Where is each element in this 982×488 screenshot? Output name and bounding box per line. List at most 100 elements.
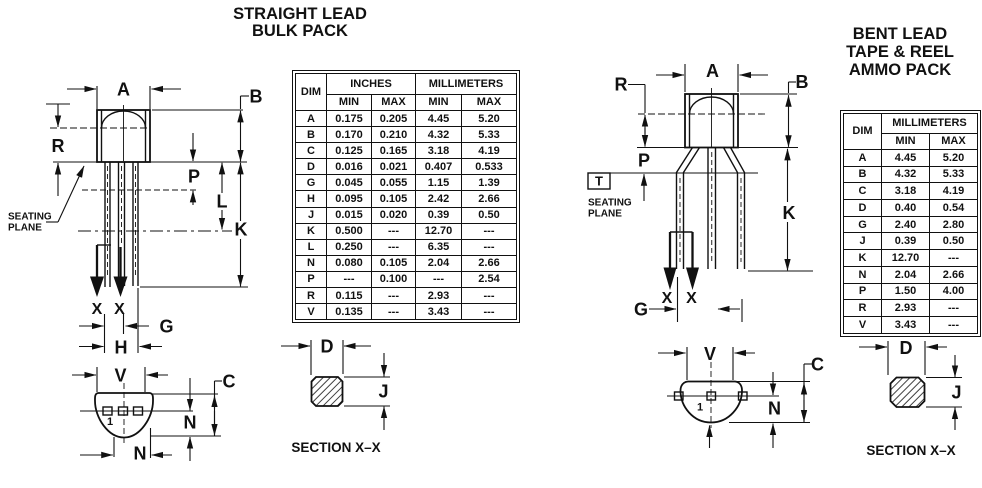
left-view-title-line2: BULK PACK [252,21,348,40]
dim-label-k: K [235,220,248,240]
col-header-max: MAX [461,94,517,111]
dim-label-n-vertical: N [184,413,197,433]
right-view-title-line1: BENT LEAD [852,25,948,43]
section-cut-label-x2: X [114,301,125,318]
dim-label-a: A [117,80,130,100]
left-leads [104,162,139,287]
dim-label-g: G [159,317,173,337]
right-view-title-line2: TAPE & REEL [846,43,954,61]
dim-label-c: C [811,355,824,375]
dim-label-c: C [223,372,236,392]
dim-label-p: P [188,167,200,187]
lead-cross-section-octagon [889,376,926,408]
dim-label-k: K [783,203,796,223]
dim-label-h: H [115,338,128,358]
left-package-front-view [50,105,248,288]
col-header-min: MIN [415,94,462,111]
right-leads [675,147,746,269]
dim-label-j: J [378,382,388,402]
right-section-xx-view [859,341,962,430]
dim-label-p: P [638,151,650,171]
section-xx-caption: SECTION X–X [866,443,955,458]
right-view-title: BENT LEAD TAPE & REEL AMMO PACK [815,25,982,79]
col-header-dim: DIM [843,113,882,150]
right-dimension-lines [628,64,796,322]
col-header-dim: DIM [295,73,327,111]
seating-plane-label-line1: SEATING [588,198,632,209]
section-xx-caption: SECTION X–X [291,440,380,455]
dim-label-n-horizontal: N [134,444,147,464]
col-header-max: MAX [929,133,978,150]
dim-label-v: V [704,344,716,364]
dim-label-r: R [52,136,65,156]
dim-label-l: L [217,192,228,212]
inches-millimeters-table: DIM INCHES MILLIMETERS MIN MAX MIN MAX A… [292,70,520,324]
dim-label-n: N [768,399,781,419]
dim-label-b: B [250,87,263,107]
section-cut-label-x2: X [686,290,697,307]
col-group-millimeters: MILLIMETERS [415,73,517,95]
dim-label-a: A [706,61,719,81]
dim-label-b: B [796,72,809,92]
left-section-cut-arrows [90,244,128,297]
right-package-bottom-view [658,347,812,448]
col-header-max: MAX [371,94,416,111]
dim-label-d: D [900,338,913,358]
left-view-title: STRAIGHT LEAD BULK PACK [205,6,395,39]
table-row: P---0.100---2.54 [295,270,517,289]
left-dimension-labels: A B R P L K X X G H V C N N D J 1 SEATIN… [8,80,389,464]
dim-label-d: D [321,337,334,357]
section-cut-label-x1: X [92,301,103,318]
lead-cross-section-octagon [310,376,344,407]
col-group-inches: INCHES [326,73,416,95]
left-section-xx-view [281,340,390,430]
pin1-label: 1 [107,416,113,428]
left-dimension-lines [46,85,249,353]
seating-plane-label-line2: PLANE [588,209,622,220]
section-cut-label-x1: X [662,290,673,307]
datum-t-box [587,172,611,190]
col-group-millimeters: MILLIMETERS [881,113,978,134]
right-package-front-view [587,88,813,272]
dim-label-g: G [634,300,648,320]
pin1-label: 1 [697,402,703,414]
seating-plane-label-line1: SEATING [8,212,52,223]
right-section-cut-arrows [663,231,699,290]
dim-label-r: R [615,75,628,95]
dim-label-v: V [114,366,126,386]
right-view-title-line3: AMMO PACK [848,61,952,79]
left-package-bottom-view [72,367,222,461]
right-dimension-labels: A B R P T K X X G V C N D J 1 SEATING PL… [588,61,962,458]
seating-plane-label-line2: PLANE [8,223,42,234]
dim-label-j: J [951,383,961,403]
datum-t-label: T [595,174,603,189]
col-header-min: MIN [881,133,930,150]
left-view-title-line1: STRAIGHT LEAD [233,5,367,23]
